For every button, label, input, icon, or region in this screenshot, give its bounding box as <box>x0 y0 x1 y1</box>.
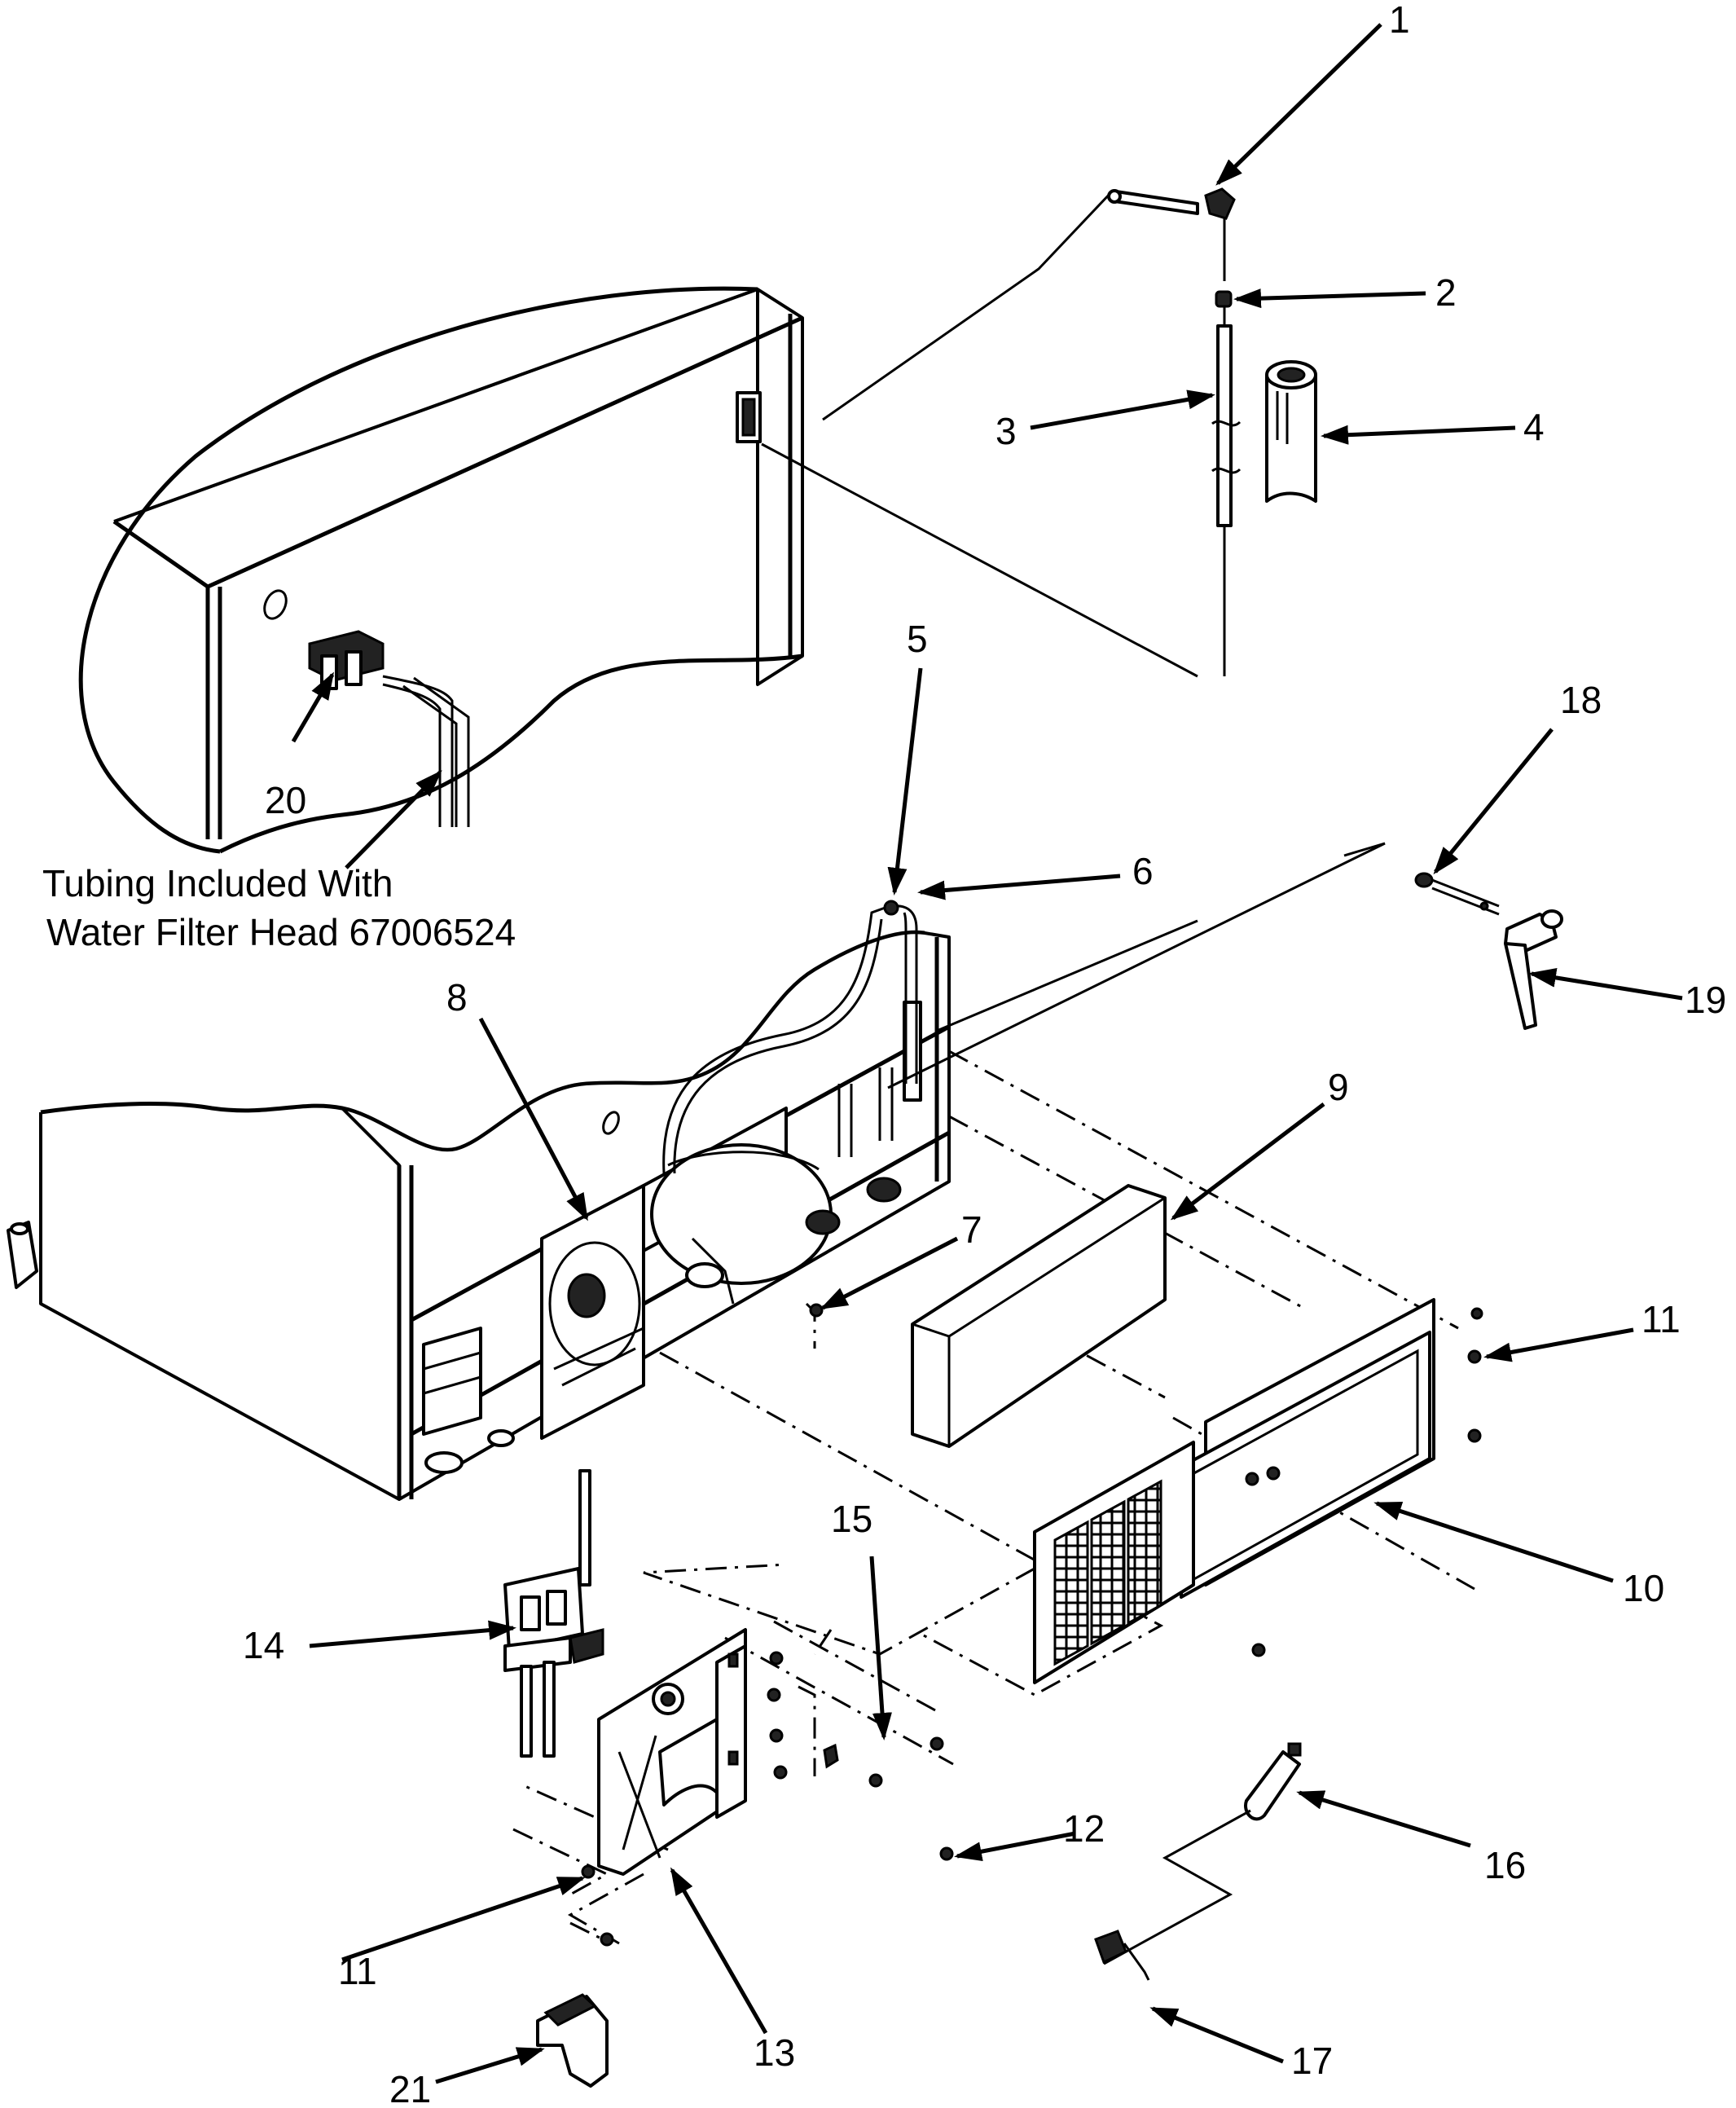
tube-fittings <box>1414 872 1563 1030</box>
screws <box>581 1303 1483 1947</box>
label-6: 6 <box>1132 850 1154 892</box>
label-12: 12 <box>1063 1807 1105 1850</box>
label-14: 14 <box>243 1624 284 1666</box>
callout-arrows <box>291 23 1683 2084</box>
upper-cabinet <box>78 286 804 854</box>
label-15: 15 <box>831 1498 872 1540</box>
lower-cabinet <box>7 930 951 1501</box>
label-18: 18 <box>1560 679 1602 721</box>
label-3: 3 <box>995 410 1017 452</box>
label-9: 9 <box>1328 1066 1349 1108</box>
callout-labels: 1 2 3 4 5 6 7 8 9 10 11 11 12 13 14 15 1… <box>42 0 1726 2108</box>
tubing-note-line-1: Tubing Included With <box>42 862 393 904</box>
water-valve <box>503 1469 604 1758</box>
label-13: 13 <box>754 2031 795 2074</box>
label-19: 19 <box>1685 979 1726 1021</box>
label-7: 7 <box>961 1208 982 1251</box>
label-4: 4 <box>1523 406 1545 448</box>
compressor-compartment <box>422 900 922 1474</box>
label-17: 17 <box>1291 2040 1333 2082</box>
label-10: 10 <box>1623 1567 1664 1609</box>
water-line-assembly <box>1107 187 1317 676</box>
label-11-left: 11 <box>338 1950 377 1992</box>
valve-bracket <box>597 1628 747 1876</box>
water-filter-head <box>308 630 470 827</box>
label-16: 16 <box>1484 1844 1526 1886</box>
rear-access-panel <box>1033 1298 1435 1684</box>
cabinet-fitting <box>736 190 1198 678</box>
clip-part-21 <box>536 1993 609 2088</box>
tubing-note-line-2: Water Filter Head 67006524 <box>46 911 516 953</box>
filter-pad <box>911 1184 1167 1448</box>
label-11-right: 11 <box>1642 1298 1681 1340</box>
label-8: 8 <box>446 976 468 1019</box>
label-21: 21 <box>389 2068 431 2108</box>
drier-assembly <box>1094 1742 1302 1981</box>
label-20: 20 <box>265 779 306 821</box>
label-1: 1 <box>1389 0 1410 41</box>
label-5: 5 <box>907 618 928 660</box>
label-2: 2 <box>1435 271 1457 314</box>
